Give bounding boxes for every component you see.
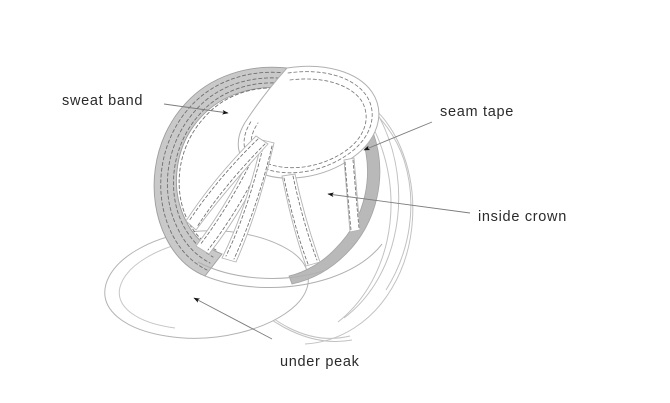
- callout-label-sweat-band: sweat band: [62, 93, 144, 109]
- seam-tape-upper-left: [185, 135, 269, 231]
- under-peak-inner-edge: [118, 239, 197, 329]
- callout-label-under-peak: under peak: [280, 354, 360, 370]
- seam-tape-right: [343, 157, 361, 233]
- sweat-band-shape: [153, 66, 288, 277]
- callout-leaders: [163, 103, 471, 340]
- leader-seam-tape: [363, 121, 433, 151]
- seam-tape-upper-left-stitching: [188, 138, 266, 228]
- callout-label-inside-crown: inside crown: [478, 209, 567, 225]
- sweat-band-stitching: [160, 71, 287, 271]
- seam-tape-center: [281, 173, 321, 267]
- leader-sweat-band: [163, 103, 229, 115]
- callout-label-seam-tape: seam tape: [440, 104, 515, 120]
- crown-back-opening: [237, 65, 380, 179]
- under-peak-shape: [104, 230, 309, 339]
- seam-tape-mid-left-stitching: [225, 142, 273, 260]
- seam-tape-center-stitching: [283, 175, 318, 265]
- seam-tape-right-stitching: [344, 159, 360, 231]
- leader-under-peak: [193, 297, 273, 340]
- leader-inside-crown: [327, 192, 471, 214]
- headband-inner-rim: [197, 243, 383, 288]
